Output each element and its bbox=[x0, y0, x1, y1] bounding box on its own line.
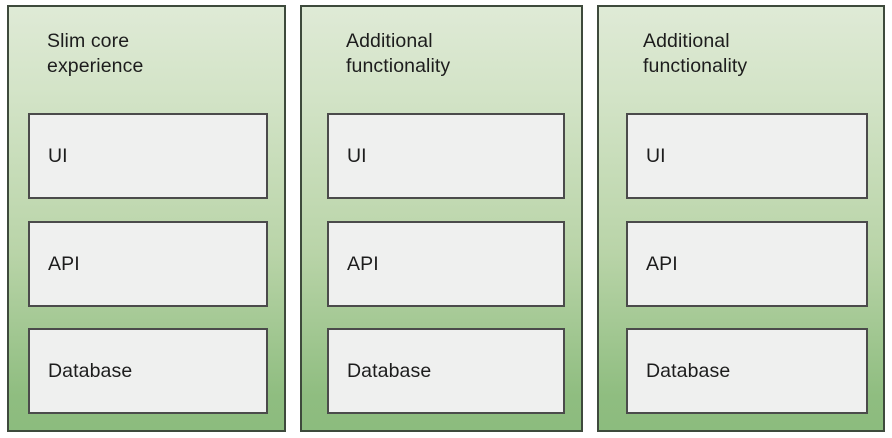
layer-box-database: Database bbox=[327, 328, 565, 414]
layer-box-api: API bbox=[626, 221, 868, 307]
layer-box-api: API bbox=[28, 221, 268, 307]
layer-label: Database bbox=[48, 360, 133, 382]
layer-box-ui: UI bbox=[327, 113, 565, 199]
panel-additional-functionality-2: Additional functionality UI API Database bbox=[597, 5, 885, 432]
panel-additional-functionality-1: Additional functionality UI API Database bbox=[300, 5, 583, 432]
layer-label: API bbox=[646, 253, 678, 275]
layer-label: Database bbox=[646, 360, 731, 382]
panel-slim-core-experience: Slim core experience UI API Database bbox=[7, 5, 286, 432]
layer-label: Database bbox=[347, 360, 432, 382]
layer-label: API bbox=[347, 253, 379, 275]
panel-title: Slim core experience bbox=[47, 30, 144, 77]
layer-box-ui: UI bbox=[28, 113, 268, 199]
layer-label: API bbox=[48, 253, 80, 275]
layer-label: UI bbox=[646, 145, 666, 167]
layer-box-api: API bbox=[327, 221, 565, 307]
layer-label: UI bbox=[347, 145, 367, 167]
layer-box-database: Database bbox=[626, 328, 868, 414]
layer-label: UI bbox=[48, 145, 68, 167]
panel-title: Additional functionality bbox=[643, 30, 748, 77]
layer-box-database: Database bbox=[28, 328, 268, 414]
layer-box-ui: UI bbox=[626, 113, 868, 199]
panel-title: Additional functionality bbox=[346, 30, 451, 77]
